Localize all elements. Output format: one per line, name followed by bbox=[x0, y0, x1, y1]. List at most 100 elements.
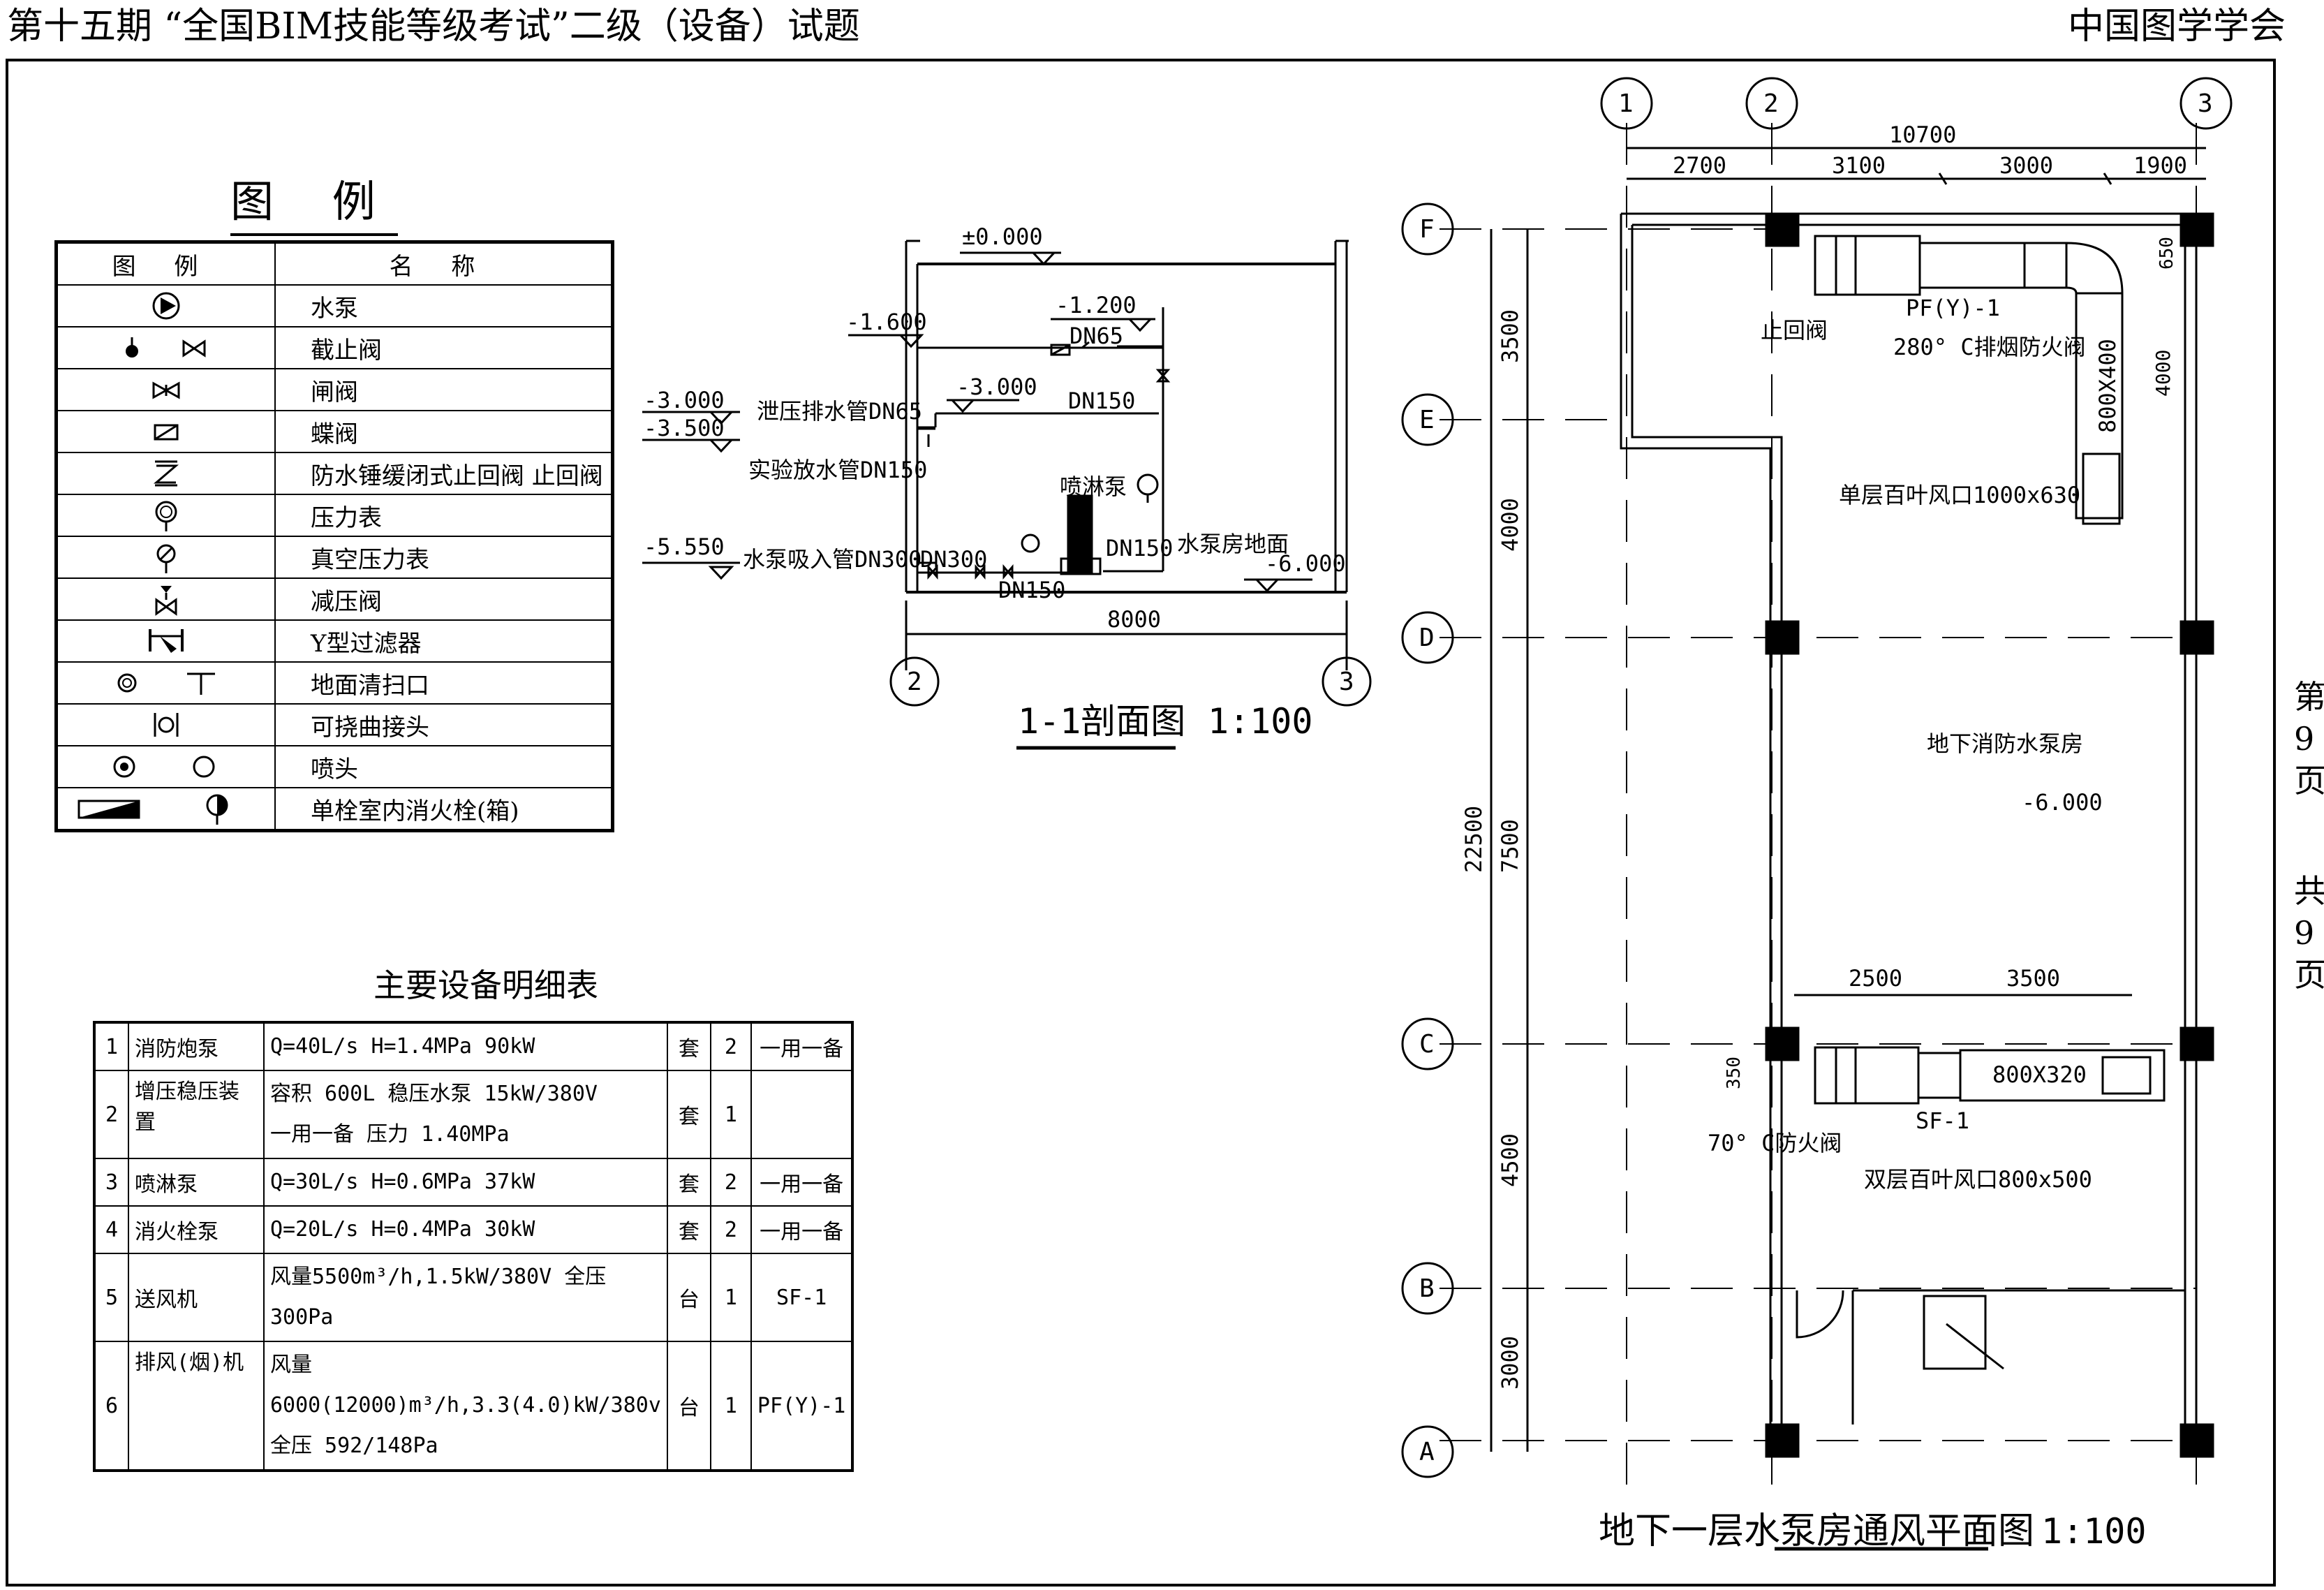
legend-name: 水泵 bbox=[274, 284, 614, 327]
dim-4500: 4500 bbox=[1497, 1133, 1523, 1187]
label-test-pipe: 实验放水管DN150 bbox=[748, 457, 927, 483]
stop-valve-icon bbox=[126, 337, 206, 358]
legend-title: 图 例 bbox=[230, 166, 398, 236]
table-row: 1 消防炮泵 Q=40L/s H=1.4MPa 90kW 套 2 一用一备 bbox=[94, 1022, 854, 1071]
axis-bubble-b: B bbox=[1419, 1274, 1435, 1303]
label-louver-double: 双层百叶风口800x500 bbox=[1864, 1166, 2092, 1193]
legend-row: 真空压力表 bbox=[55, 536, 614, 579]
equipment-name: 增压稳压装置 bbox=[128, 1070, 265, 1159]
equipment-name: 送风机 bbox=[128, 1253, 265, 1342]
pump-icon bbox=[152, 292, 180, 320]
axis-bubble-e: E bbox=[1419, 406, 1435, 434]
table-row: 4 消火栓泵 Q=20L/s H=0.4MPa 30kW 套 2 一用一备 bbox=[94, 1205, 854, 1254]
butterfly-valve-icon bbox=[154, 424, 179, 441]
legend-row: 水泵 bbox=[55, 284, 614, 327]
label-pfy: PF(Y)-1 bbox=[1906, 295, 2000, 321]
legend-table: 图 例 名 称 水泵 截止阀 闸阀 蝶阀 防水锤缓闭式止回阀 止回阀 压力表 真… bbox=[54, 240, 614, 832]
dim-3500-sf: 3500 bbox=[2006, 965, 2060, 992]
label-sf: SF-1 bbox=[1916, 1107, 1969, 1134]
label-sprinkler-pump: 喷淋泵 bbox=[1060, 473, 1127, 500]
axis-bubble-2: 2 bbox=[907, 668, 922, 696]
equipment-unit: 台 bbox=[666, 1341, 711, 1471]
equipment-remark: SF-1 bbox=[750, 1253, 854, 1342]
section-scale: 1:100 bbox=[1208, 701, 1313, 742]
flexible-joint-icon bbox=[154, 713, 179, 737]
check-valve-icon bbox=[153, 460, 179, 487]
dim-350: 350 bbox=[1724, 1057, 1745, 1089]
floor-cleanout-icon bbox=[117, 672, 215, 695]
dim-3500: 3500 bbox=[1497, 309, 1523, 363]
row-no: 4 bbox=[94, 1205, 129, 1254]
dim-2500: 2500 bbox=[1849, 965, 1902, 992]
elev-3500: -3.500 bbox=[644, 415, 725, 441]
label-duct-800x320: 800X320 bbox=[1992, 1061, 2087, 1088]
equipment-qty: 1 bbox=[709, 1253, 752, 1342]
axis-bubble-3: 3 bbox=[1339, 668, 1354, 696]
equipment-qty: 1 bbox=[709, 1070, 752, 1159]
dim-4000: 4000 bbox=[1497, 498, 1523, 552]
row-no: 2 bbox=[94, 1070, 129, 1159]
legend-row: 地面清扫口 bbox=[55, 661, 614, 705]
equipment-table: 1 消防炮泵 Q=40L/s H=1.4MPa 90kW 套 2 一用一备 2 … bbox=[93, 1021, 854, 1472]
label-drain-pipe: 泄压排水管DN65 bbox=[757, 398, 922, 425]
dim-3000-left: 3000 bbox=[1497, 1336, 1523, 1390]
label-suction-pipe: 水泵吸入管DN300 bbox=[743, 546, 922, 573]
equipment-table-title: 主要设备明细表 bbox=[373, 966, 598, 1004]
equipment-unit: 套 bbox=[666, 1070, 711, 1159]
equipment-remark bbox=[750, 1070, 854, 1159]
axis-bubble-f: F bbox=[1419, 215, 1435, 244]
equipment-remark: 一用一备 bbox=[750, 1158, 854, 1207]
equipment-spec: Q=40L/s H=1.4MPa 90kW bbox=[263, 1022, 668, 1071]
equipment-spec: 风量5500m³/h,1.5kW/380V 全压300Pa bbox=[263, 1253, 668, 1342]
row-no: 6 bbox=[94, 1341, 129, 1471]
legend-name: 闸阀 bbox=[274, 368, 614, 411]
section-view bbox=[642, 240, 1372, 750]
table-row: 3 喷淋泵 Q=30L/s H=0.6MPa 37kW 套 2 一用一备 bbox=[94, 1158, 854, 1207]
equipment-name: 消防炮泵 bbox=[128, 1022, 265, 1071]
plan-scale: 1:100 bbox=[2041, 1511, 2147, 1552]
room-elev: -6.000 bbox=[2022, 789, 2103, 816]
legend-row: Y型过滤器 bbox=[55, 619, 614, 663]
legend-name: 减压阀 bbox=[274, 577, 614, 621]
label-dn65: DN65 bbox=[1070, 323, 1123, 349]
equipment-qty: 2 bbox=[709, 1022, 752, 1071]
equipment-spec: Q=30L/s H=0.6MPa 37kW bbox=[263, 1158, 668, 1207]
axis-bubble-3: 3 bbox=[2198, 89, 2213, 118]
elev-3000b: -3.000 bbox=[956, 374, 1037, 400]
legend-col-name: 名 称 bbox=[274, 241, 614, 286]
elev-1600: -1.600 bbox=[846, 309, 927, 335]
table-row: 6 排风(烟)机 风量6000(12000)m³/h,3.3(4.0)kW/38… bbox=[94, 1341, 854, 1471]
legend-name: 可挠曲接头 bbox=[274, 703, 614, 746]
label-dn300: DN300 bbox=[920, 546, 987, 573]
label-duct-800x400: 800X400 bbox=[2094, 339, 2121, 433]
equipment-qty: 1 bbox=[709, 1341, 752, 1471]
table-row: 5 送风机 风量5500m³/h,1.5kW/380V 全压300Pa 台 1 … bbox=[94, 1253, 854, 1342]
section-labels: ±0.000 -1.200 -1.600 DN65 -3.000 DN150 -… bbox=[644, 223, 1354, 742]
exam-title: 第十五期 “全国BIM技能等级考试”二级（设备）试题 bbox=[7, 6, 860, 47]
label-smoke-damper: 280° C排烟防火阀 bbox=[1893, 334, 2086, 360]
label-dn150b: DN150 bbox=[998, 577, 1065, 603]
legend-name: 截止阀 bbox=[274, 326, 614, 369]
equipment-unit: 套 bbox=[666, 1205, 711, 1254]
dim-2700: 2700 bbox=[1673, 152, 1726, 179]
equipment-remark: PF(Y)-1 bbox=[750, 1341, 854, 1471]
legend-row: 截止阀 bbox=[55, 326, 614, 369]
label-fire-damper: 70° C防火阀 bbox=[1708, 1130, 1842, 1156]
label-louver-single: 单层百叶风口1000x630 bbox=[1839, 482, 2080, 508]
legend-row: 单栓室内消火栓(箱) bbox=[55, 787, 614, 832]
dim-3000: 3000 bbox=[1999, 152, 2053, 179]
dim-650: 650 bbox=[2156, 237, 2177, 270]
dim-7500: 7500 bbox=[1497, 819, 1523, 873]
axis-bubble-2: 2 bbox=[1763, 89, 1779, 118]
elev-3000: -3.000 bbox=[644, 387, 725, 413]
axis-bubble-c: C bbox=[1419, 1030, 1435, 1059]
legend-name: 单栓室内消火栓(箱) bbox=[274, 787, 614, 832]
equipment-remark: 一用一备 bbox=[750, 1205, 854, 1254]
y-strainer-icon bbox=[149, 629, 184, 653]
label-check-valve: 止回阀 bbox=[1761, 317, 1828, 344]
dim-total-top: 10700 bbox=[1889, 122, 1956, 148]
elev-top: ±0.000 bbox=[962, 223, 1043, 250]
